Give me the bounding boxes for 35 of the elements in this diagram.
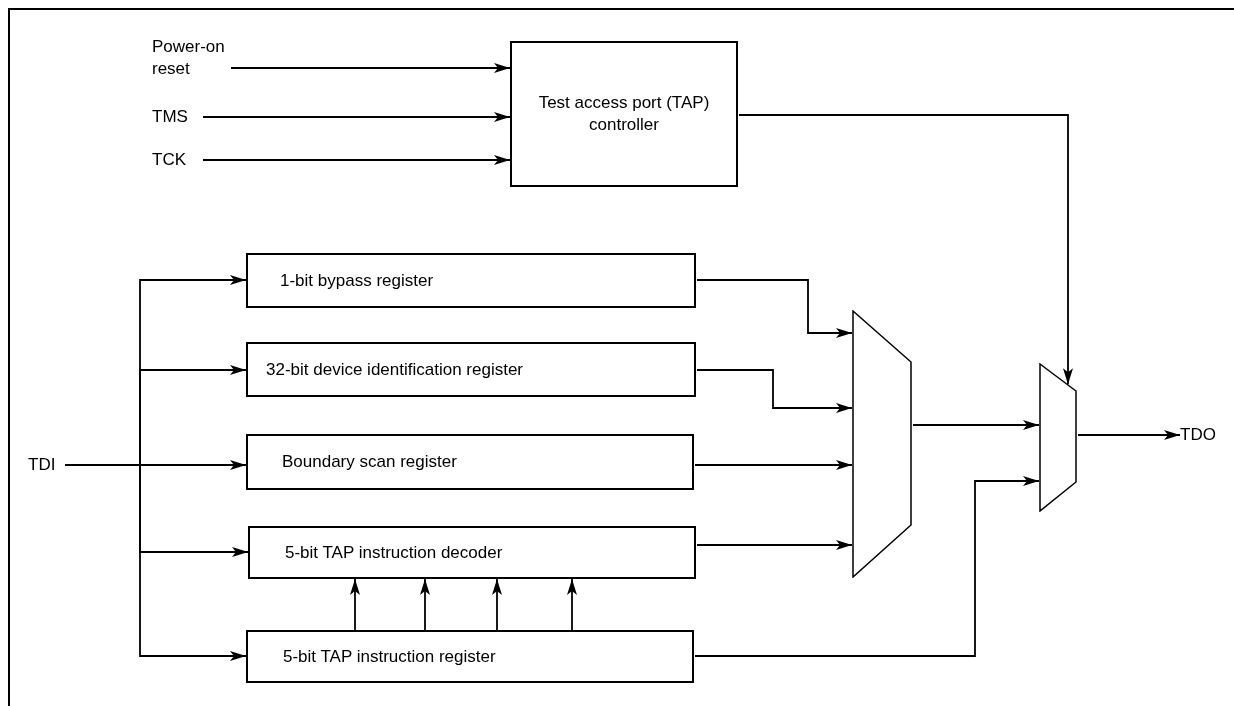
signal-label: TDI (28, 454, 64, 476)
signal-label: Power-on reset (152, 36, 230, 80)
signal-label: TMS (152, 106, 202, 128)
multiplexer-symbol (1039, 363, 1077, 512)
box-label: 5-bit TAP instruction register (283, 645, 496, 668)
register-box (246, 630, 694, 683)
box-label: 5-bit TAP instruction decoder (285, 541, 503, 564)
arrow (694, 476, 1040, 657)
arrow (64, 464, 247, 661)
arrow (912, 420, 1040, 430)
arrow (350, 578, 360, 631)
register-box (246, 253, 696, 308)
box-label: Boundary scan register (282, 451, 457, 473)
register-box (248, 526, 696, 579)
signal-label: TDO (1180, 424, 1224, 446)
arrow (1077, 430, 1181, 440)
arrow (230, 63, 511, 73)
box-label: Test access port (TAP) controller (537, 92, 711, 136)
signal-label: TCK (152, 149, 202, 171)
box-label: 1-bit bypass register (280, 269, 434, 292)
arrow (420, 578, 430, 631)
register-box (246, 342, 696, 397)
arrow (202, 155, 511, 165)
arrow (492, 578, 502, 631)
arrow (738, 114, 1073, 386)
arrow (696, 369, 853, 413)
multiplexer-symbol (852, 310, 912, 578)
arrow (696, 279, 853, 338)
box-label: 32-bit device identification register (266, 358, 524, 381)
arrow (696, 540, 853, 550)
arrow (567, 578, 577, 631)
register-box (510, 41, 738, 187)
arrow (694, 460, 853, 470)
arrow (202, 112, 511, 122)
register-box (246, 434, 694, 490)
